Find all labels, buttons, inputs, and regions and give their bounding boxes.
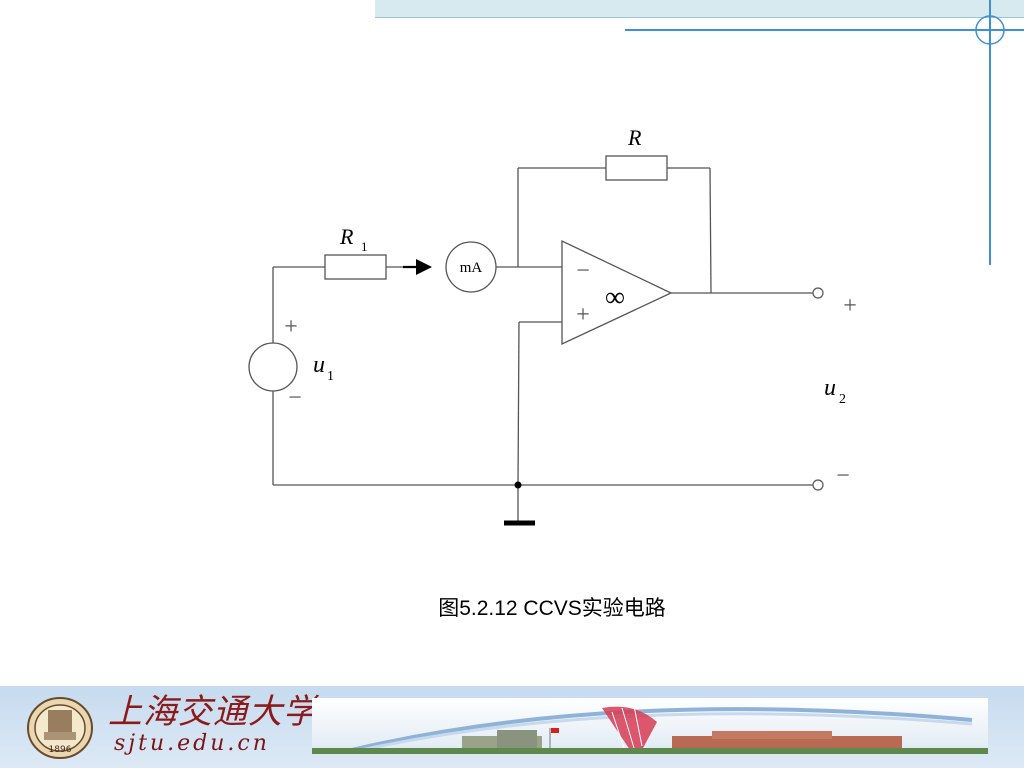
label-u2: u [824, 375, 836, 401]
header-band [375, 0, 1024, 18]
university-name: 上海交通大学 [108, 692, 318, 732]
accent-circle [975, 15, 1005, 45]
label-opamp-inverting: − [576, 258, 590, 284]
label-r-feedback: R [627, 125, 642, 150]
label-u1: u [313, 352, 325, 378]
label-r1-subscript: 1 [361, 239, 368, 254]
label-opamp-gain: ∞ [605, 282, 625, 313]
ground-junction-node [514, 481, 522, 489]
current-arrow-head [416, 259, 432, 275]
wires [272, 167, 813, 522]
resistor-r1 [324, 254, 387, 280]
label-u1-subscript: 1 [327, 369, 334, 384]
label-u1-minus: − [288, 385, 302, 411]
ammeter [445, 241, 497, 293]
figure-caption-text: 图5.2.12 CCVS实验电路 [438, 597, 666, 620]
label-u2-subscript: 2 [839, 392, 846, 407]
label-u1-plus: + [284, 314, 298, 340]
university-url: sjtu.edu.cn [114, 731, 270, 756]
university-seal-logo: 1896 [27, 697, 93, 759]
seal-year: 1896 [49, 745, 72, 755]
label-u2-plus: + [843, 293, 857, 319]
header-decoration [625, 0, 1024, 265]
op-amp [561, 239, 673, 346]
campus-banner-image [312, 698, 988, 754]
figure-caption: 图5.2.12 CCVS实验电路 [0, 592, 1024, 622]
voltage-source-u1 [248, 342, 298, 392]
label-u2-minus: − [836, 463, 850, 489]
resistor-r [605, 155, 668, 181]
output-terminal-plus [812, 287, 824, 299]
footer-bar: 1896 上海交通大学 sjtu.edu.cn [0, 686, 1024, 768]
ccvs-circuit-diagram: R R 1 mA − + ∞ + − u 1 + u 2 − [248, 125, 857, 526]
label-ammeter: mA [460, 260, 483, 276]
label-r1: R [339, 224, 354, 249]
label-opamp-noninverting: + [576, 302, 590, 328]
output-terminal-minus [812, 479, 824, 491]
